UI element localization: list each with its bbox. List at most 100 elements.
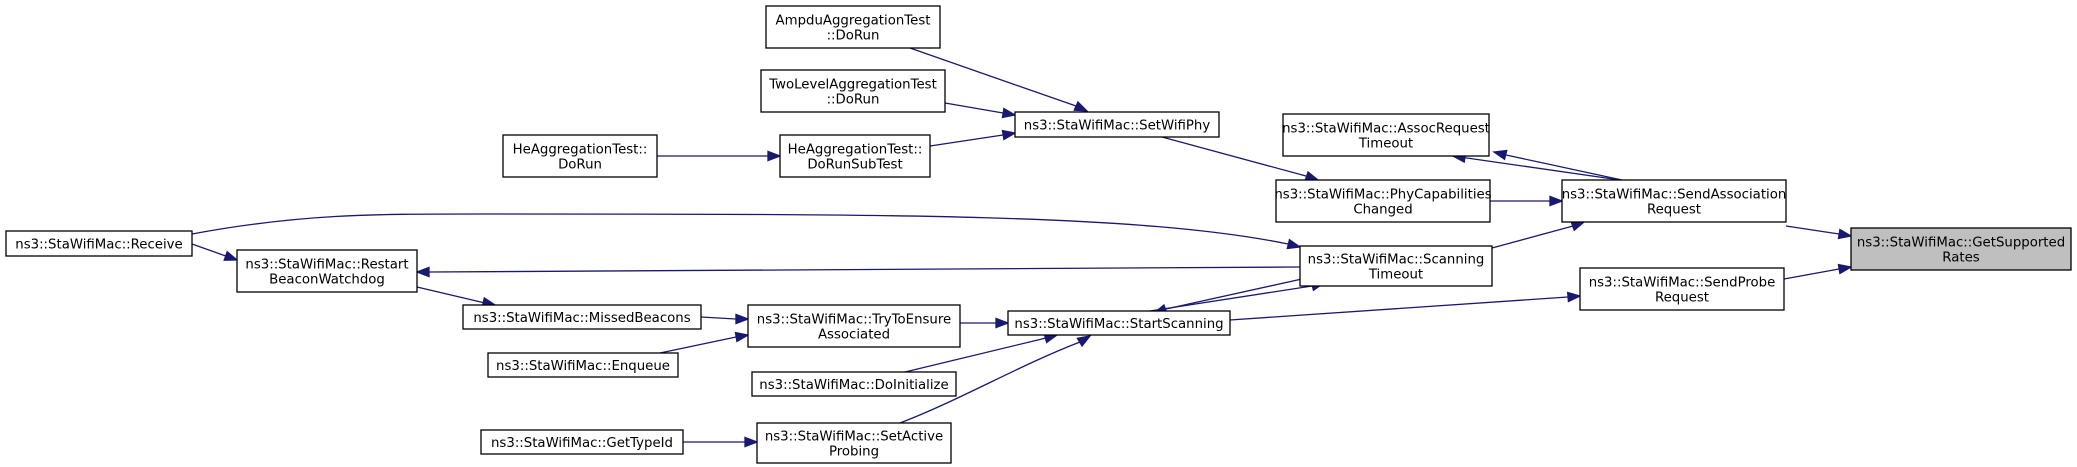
node-box <box>1299 245 1493 287</box>
node-box <box>751 371 957 397</box>
node-box <box>5 230 193 257</box>
node-box <box>1014 111 1220 138</box>
edge-assoc_request_timeout-to-send_association_request <box>1451 152 1621 181</box>
edge-set_active_probing-to-start_scanning <box>899 335 1092 424</box>
arrowhead <box>1286 238 1302 250</box>
edge-line <box>700 316 737 320</box>
edge-line <box>659 336 737 354</box>
node-label-line: Rates <box>1942 251 1979 266</box>
node-label-line: Changed <box>1353 203 1412 218</box>
node-box <box>1561 179 1787 223</box>
node-enqueue[interactable]: ns3::StaWifiMac::Enqueue <box>487 352 679 378</box>
edge-restart_beacon_watchdog-to-missed_beacons <box>416 286 497 308</box>
edge-scanning_timeout-to-send_association_request <box>1491 221 1586 249</box>
arrowhead <box>744 436 759 448</box>
edge-line <box>899 341 1081 424</box>
node-label-line: AmpduAggregationTest <box>776 14 931 29</box>
edge-line <box>929 134 1004 147</box>
arrowhead <box>415 266 430 278</box>
node-box <box>1850 227 2072 271</box>
node-two-level-aggregation-test[interactable]: TwoLevelAggregationTest::DoRun <box>760 69 946 113</box>
edge-line <box>909 47 1077 107</box>
node-label-line: ns3::StaWifiMac::SetWifiPhy <box>1024 119 1211 134</box>
node-label-line: ns3::StaWifiMac::Receive <box>15 238 182 253</box>
node-label-line: HeAggregationTest:: <box>513 143 648 158</box>
node-box <box>236 249 418 293</box>
node-ampdu-aggregation-test[interactable]: AmpduAggregationTest::DoRun <box>765 5 941 49</box>
node-label-line: DoRunSubTest <box>807 158 902 173</box>
node-start-scanning[interactable]: ns3::StaWifiMac::StartScanning <box>1007 310 1231 336</box>
edge-receive-to-restart_beacon_watchdog <box>191 243 239 261</box>
node-label-line: ns3::StaWifiMac::Restart <box>245 258 408 273</box>
edge-line <box>416 286 486 304</box>
arrowhead <box>1073 100 1089 112</box>
node-label-line: ns3::StaWifiMac::AssocRequest <box>1282 122 1490 137</box>
edges-layer <box>191 47 1853 448</box>
edge-line <box>944 102 1004 114</box>
node-label-line: HeAggregationTest:: <box>788 143 923 158</box>
edge-line <box>1161 136 1307 177</box>
edge-receive-to-scanning_timeout <box>191 213 1302 250</box>
edge-two_level_aggregation_test-to-set_wifi_phy <box>944 102 1017 119</box>
node-label-line: BeaconWatchdog <box>269 273 385 288</box>
node-box <box>765 5 941 49</box>
edge-line <box>191 213 1289 245</box>
node-box <box>1579 267 1785 311</box>
edge-he_aggregation_do_run-to-he_aggregation_do_run_sub_test <box>657 150 782 162</box>
node-box <box>747 304 961 348</box>
arrowhead <box>995 317 1010 329</box>
node-do-initialize[interactable]: ns3::StaWifiMac::DoInitialize <box>751 371 957 397</box>
node-receive[interactable]: ns3::StaWifiMac::Receive <box>5 230 193 257</box>
arrowhead <box>1837 263 1853 275</box>
edge-line <box>1783 268 1840 280</box>
node-label-line: TwoLevelAggregationTest <box>768 78 937 93</box>
edge-send_probe_request-to-get_supported_rates <box>1783 263 1853 280</box>
node-box <box>480 429 684 455</box>
node-set-wifi-phy[interactable]: ns3::StaWifiMac::SetWifiPhy <box>1014 111 1220 138</box>
edge-line <box>904 337 1047 373</box>
edge-start_scanning-to-send_probe_request <box>1229 291 1582 321</box>
edge-scanning_timeout-to-start_scanning <box>1152 274 1321 315</box>
node-label-line: ns3::StaWifiMac::StartScanning <box>1014 317 1223 332</box>
edge-line <box>1452 155 1621 181</box>
arrowhead <box>1304 170 1320 182</box>
edge-enqueue-to-try_to_ensure_associated <box>659 331 750 354</box>
arrowhead <box>1001 129 1017 141</box>
node-box <box>756 422 952 464</box>
node-label-line: ns3::StaWifiMac::PhyCapabilities <box>1274 188 1491 203</box>
node-label-line: ns3::StaWifiMac::SetActive <box>765 430 943 445</box>
node-he-aggregation-do-run[interactable]: HeAggregationTest::DoRun <box>502 134 658 178</box>
node-label-line: ns3::StaWifiMac::DoInitialize <box>759 378 948 393</box>
node-label-line: DoRun <box>558 158 602 173</box>
node-label-line: ::DoRun <box>827 93 880 108</box>
node-label-line: ns3::StaWifiMac::MissedBeacons <box>473 311 690 326</box>
edge-try_to_ensure_associated-to-start_scanning <box>960 317 1010 329</box>
edge-line <box>428 266 1301 273</box>
node-missed-beacons[interactable]: ns3::StaWifiMac::MissedBeacons <box>462 304 702 330</box>
arrowhead <box>1001 107 1017 119</box>
node-get-type-id[interactable]: ns3::StaWifiMac::GetTypeId <box>480 429 684 455</box>
edge-line <box>1491 225 1574 249</box>
edge-scanning_timeout-to-restart_beacon_watchdog <box>415 266 1301 278</box>
arrowhead <box>1076 335 1092 348</box>
node-he-aggregation-do-run-sub-test[interactable]: HeAggregationTest::DoRunSubTest <box>779 134 931 178</box>
edge-line <box>1165 274 1321 310</box>
node-box <box>779 134 931 178</box>
node-box <box>462 304 702 330</box>
nodes-layer: ns3::StaWifiMac::GetSupportedRatesns3::S… <box>5 5 2072 464</box>
node-label-line: ns3::StaWifiMac::Scanning <box>1308 253 1485 268</box>
arrowhead <box>1566 291 1582 303</box>
arrowhead <box>223 250 239 261</box>
node-box <box>487 352 679 378</box>
edge-missed_beacons-to-try_to_ensure_associated <box>700 313 750 325</box>
